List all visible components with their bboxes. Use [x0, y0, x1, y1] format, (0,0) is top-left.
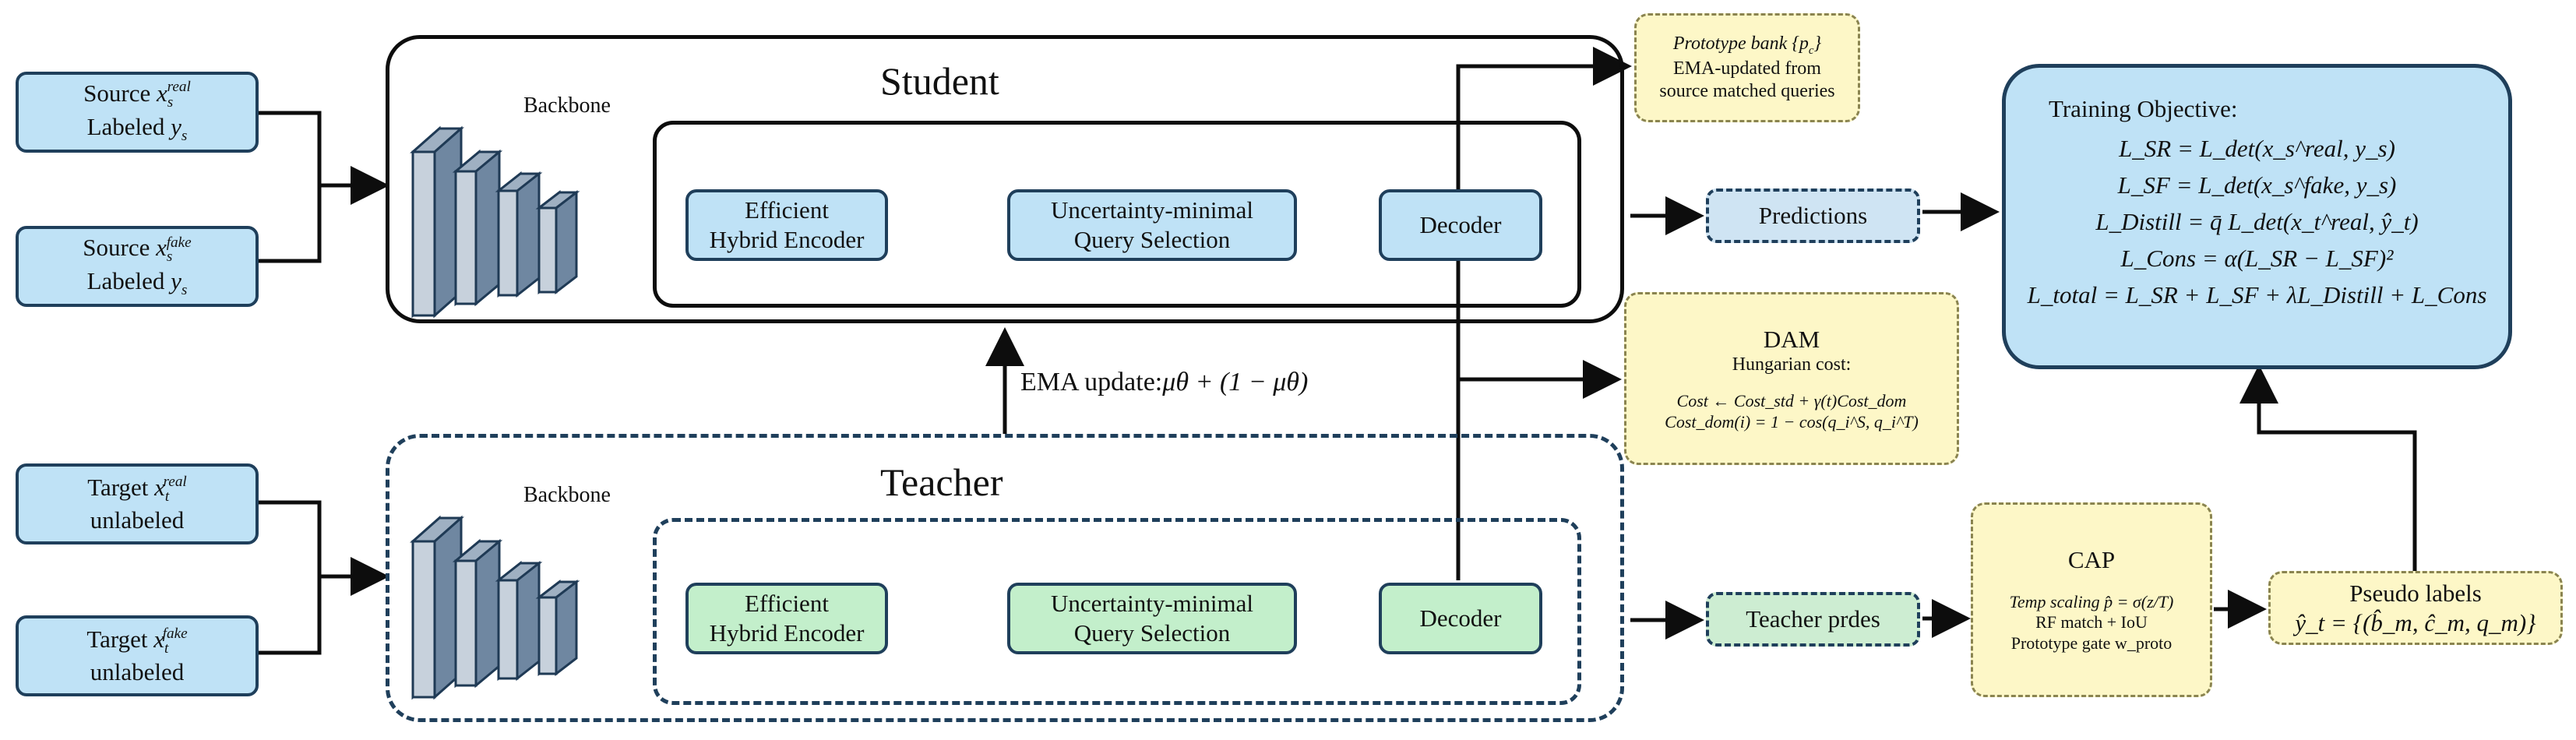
training-objective-box: Training Objective: L_SR = L_det(x_s^rea…	[2002, 64, 2512, 369]
pseudo-labels-title: Pseudo labels	[2349, 579, 2482, 607]
dam-equation-1: Cost ← Cost_std + γ(t)Cost_dom	[1676, 390, 1907, 411]
student-container	[386, 35, 1624, 323]
teacher-preds-box: Teacher prdes	[1706, 592, 1920, 647]
cap-line-1: Temp scaling p̂ = σ(z/T)	[2009, 591, 2174, 611]
teacher-decoder: Decoder	[1379, 583, 1542, 654]
dam-subtitle: Hungarian cost:	[1732, 354, 1852, 375]
pseudo-labels-box: Pseudo labels ŷ_t = {(b̂_m, ĉ_m, q_m)}	[2268, 571, 2563, 645]
objective-eq-sr: L_SR = L_det(x_s^real, y_s)	[2119, 135, 2395, 162]
cap-title: CAP	[2067, 545, 2116, 573]
cap-line-3: Prototype gate w_proto	[2010, 633, 2173, 654]
ema-update-label: EMA update:μθ + (1 − μθ)	[1020, 368, 1309, 396]
objective-eq-distill: L_Distill = q̄ L_det(x_t^real, ŷ_t)	[2095, 208, 2419, 236]
student-inner-container	[653, 121, 1581, 308]
teacher-backbone-label: Backbone	[523, 483, 611, 507]
objective-eq-total: L_total = L_SR + L_SF + λL_Distill + L_C…	[2027, 281, 2487, 309]
training-objective-equations: L_SR = L_det(x_s^real, y_s) L_SF = L_det…	[2006, 130, 2508, 314]
prototype-bank-note: Prototype bank {pc} EMA-updated from sou…	[1634, 13, 1860, 122]
teacher-container	[386, 434, 1624, 722]
teacher-inner-container	[653, 518, 1581, 705]
objective-eq-cons: L_Cons = α(L_SR − L_SF)²	[2120, 245, 2394, 273]
student-backbone-label: Backbone	[523, 93, 611, 118]
target-real-input: Target xtreal unlabeled	[16, 463, 259, 544]
student-title: Student	[880, 59, 999, 103]
student-decoder: Decoder	[1379, 189, 1542, 261]
pseudo-labels-formula: ŷ_t = {(b̂_m, ĉ_m, q_m)}	[2295, 608, 2536, 636]
cap-line-2: RF match + IoU	[2035, 612, 2148, 633]
target-fake-input: Target xtfake unlabeled	[16, 615, 259, 696]
teacher-title: Teacher	[880, 460, 1003, 504]
dam-title: DAM	[1763, 325, 1820, 353]
objective-eq-sf: L_SF = L_det(x_s^fake, y_s)	[2117, 171, 2397, 199]
source-real-input: Source xsreal Labeled ys	[16, 72, 259, 153]
training-objective-title: Training Objective:	[2049, 95, 2238, 122]
predictions-box: Predictions	[1706, 189, 1920, 243]
source-fake-input: Source xsfake Labeled ys	[16, 226, 259, 307]
cap-module: CAP Temp scaling p̂ = σ(z/T) RF match + …	[1971, 502, 2212, 697]
dam-module: DAM Hungarian cost: Cost ← Cost_std + γ(…	[1624, 292, 1959, 465]
dam-equation-2: Cost_dom(i) = 1 − cos(q_i^S, q_i^T)	[1665, 411, 1919, 432]
